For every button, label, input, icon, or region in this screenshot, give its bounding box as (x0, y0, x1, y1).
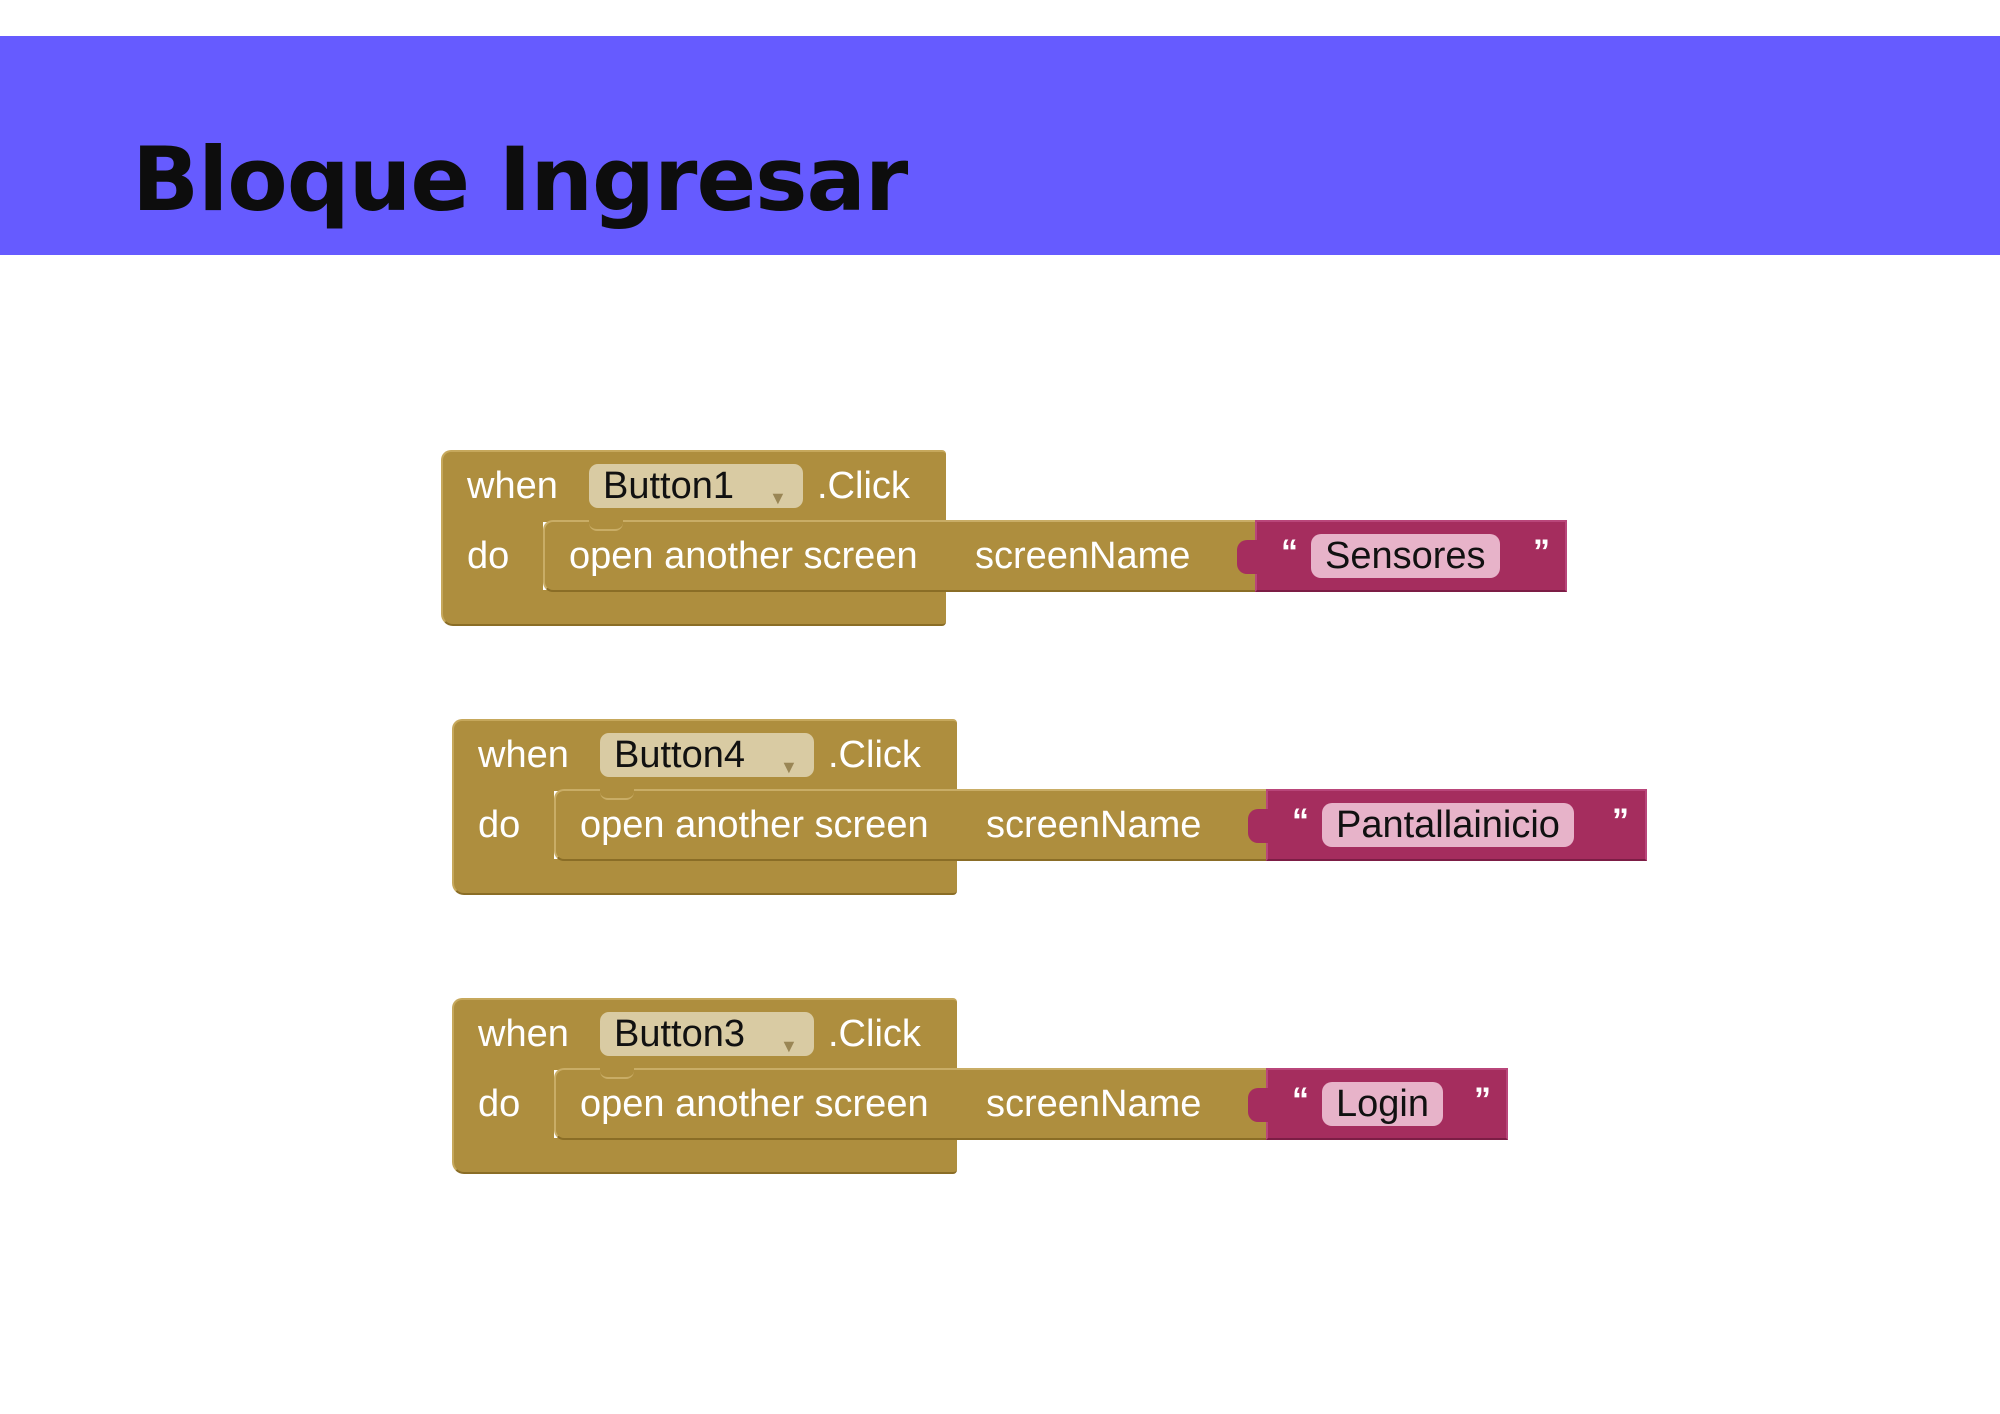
component-dropdown[interactable]: Button3 ▼ (600, 1012, 814, 1056)
close-quote: ” (1612, 802, 1629, 840)
do-label: do (478, 1083, 521, 1125)
open-quote: “ (1292, 1081, 1309, 1119)
caret-down-icon: ▼ (780, 1036, 798, 1056)
text-value[interactable]: Sensores (1311, 534, 1500, 578)
component-dropdown[interactable]: Button4 ▼ (600, 733, 814, 777)
input-plug (1237, 540, 1259, 574)
connector-notch (589, 519, 623, 531)
param-label: screenName (986, 804, 1202, 846)
event-side (441, 520, 543, 592)
component-name: Button3 (614, 1013, 745, 1055)
title-banner: Bloque Ingresar (0, 36, 2000, 255)
component-dropdown[interactable]: Button1 ▼ (589, 464, 803, 508)
caret-down-icon: ▼ (769, 488, 787, 508)
event-name: .Click (817, 465, 910, 507)
connector-notch (600, 1067, 634, 1079)
text-value[interactable]: Pantallainicio (1322, 803, 1574, 847)
event-footer (441, 590, 946, 626)
input-plug (1248, 1088, 1270, 1122)
open-quote: “ (1292, 802, 1309, 840)
caret-down-icon: ▼ (780, 757, 798, 777)
text-block[interactable]: “ Pantallainicio ” (1248, 789, 1647, 861)
component-name: Button4 (614, 734, 745, 776)
close-quote: ” (1474, 1081, 1491, 1119)
open-another-screen-block[interactable]: open another screen screenName (543, 519, 1255, 592)
event-name: .Click (828, 1013, 921, 1055)
action-label: open another screen (580, 804, 929, 846)
event-block-button4-click[interactable]: when Button4 ▼ .Click do open another sc… (452, 719, 1662, 899)
open-quote: “ (1281, 533, 1298, 571)
component-name: Button1 (603, 465, 734, 507)
event-footer (452, 859, 957, 895)
action-label: open another screen (569, 535, 918, 577)
param-label: screenName (975, 535, 1191, 577)
when-label: when (467, 465, 558, 507)
event-side (452, 1068, 554, 1140)
text-block[interactable]: “ Sensores ” (1237, 520, 1567, 592)
event-block-button3-click[interactable]: when Button3 ▼ .Click do open another sc… (452, 998, 1512, 1178)
action-label: open another screen (580, 1083, 929, 1125)
param-label: screenName (986, 1083, 1202, 1125)
when-label: when (478, 734, 569, 776)
connector-notch (600, 788, 634, 800)
do-label: do (478, 804, 521, 846)
page-title: Bloque Ingresar (132, 128, 908, 231)
do-label: do (467, 535, 510, 577)
when-label: when (478, 1013, 569, 1055)
event-block-button1-click[interactable]: when Button1 ▼ .Click do open another sc… (441, 450, 1571, 630)
input-plug (1248, 809, 1270, 843)
event-footer (452, 1138, 957, 1174)
event-side (452, 789, 554, 861)
open-another-screen-block[interactable]: open another screen screenName (554, 788, 1266, 861)
event-name: .Click (828, 734, 921, 776)
open-another-screen-block[interactable]: open another screen screenName (554, 1067, 1266, 1140)
text-value[interactable]: Login (1322, 1082, 1443, 1126)
text-block[interactable]: “ Login ” (1248, 1068, 1508, 1140)
close-quote: ” (1533, 533, 1550, 571)
